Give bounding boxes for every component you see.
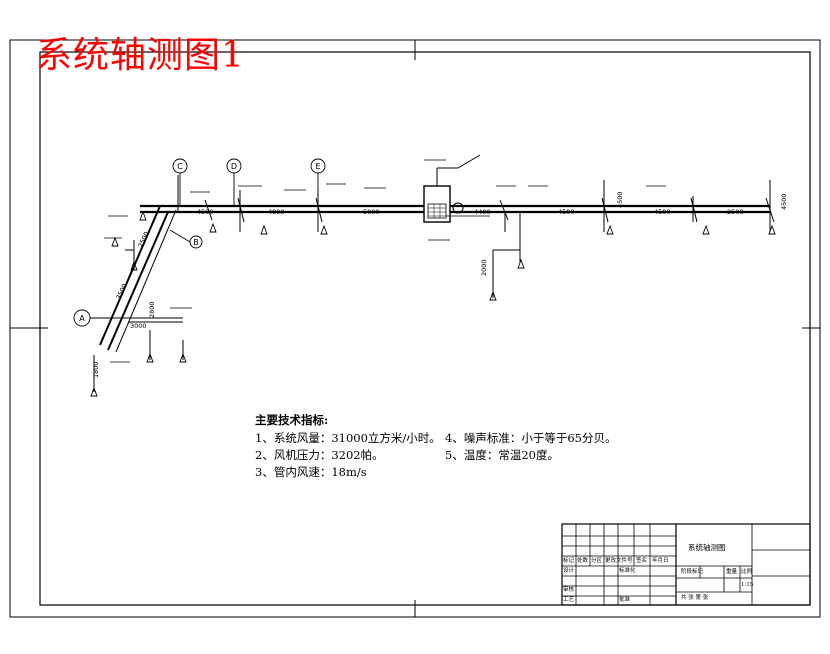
note-item-3: 3、管内风速：18m/s	[255, 465, 367, 479]
dim-4800: 4800	[268, 208, 285, 216]
axis-label-d: D	[231, 162, 237, 171]
tb-row1-changefile: 更改文件号	[605, 558, 633, 564]
note-item-1: 1、系统风量：31000立方米/小时。	[255, 431, 441, 445]
tb-drawing-name: 系统轴测图	[688, 543, 726, 552]
note-item-4: 4、噪声标准：小于等于65分贝。	[445, 431, 617, 445]
centering-marks	[10, 40, 820, 617]
dim-5000: 5000	[363, 208, 380, 216]
dim-4500a: 4500	[197, 208, 214, 216]
axis-labels: A B C D E	[79, 162, 320, 323]
tb-design: 设计	[563, 568, 575, 574]
technical-notes: 主要技术指标: 1、系统风量：31000立方米/小时。 4、噪声标准：小于等于6…	[255, 412, 616, 481]
notes-row-1: 1、系统风量：31000立方米/小时。 4、噪声标准：小于等于65分贝。	[255, 430, 616, 447]
axis-label-b: B	[193, 238, 199, 247]
tb-process: 工艺	[563, 597, 575, 603]
note-item-5: 5、温度：常温20度。	[445, 448, 559, 462]
duct-system	[93, 154, 775, 392]
notes-heading: 主要技术指标:	[255, 413, 329, 427]
title-block	[561, 523, 811, 606]
dim-2500b: 2500	[137, 230, 151, 248]
support-symbols	[90, 210, 776, 397]
tb-scale-value: 1:15	[741, 582, 754, 588]
tb-row1-zone: 分区	[591, 558, 603, 564]
dim-2800: 2800	[148, 301, 156, 318]
inner-frame	[39, 51, 811, 606]
tb-row1-sign: 签名	[636, 558, 648, 564]
tb-row1-count: 处数	[577, 558, 589, 564]
tb-sheets: 共 张 第 张	[681, 595, 709, 601]
axis-label-c: C	[177, 162, 183, 171]
dim-4500b: 4500	[558, 208, 575, 216]
dim-2500: 2500	[727, 208, 744, 216]
dim-4500v: 4500	[780, 193, 788, 210]
dimension-labels: 4500 4800 5000 4400 4500 4500 2500 4500 …	[92, 191, 788, 378]
tb-weight: 重量	[726, 569, 738, 575]
tb-stage-mark: 阶段标记	[681, 569, 704, 575]
dim-4500r: 4500	[616, 191, 624, 208]
tb-row1-date: 年月日	[652, 558, 669, 564]
notes-row-2: 2、风机压力：3202帕。 5、温度：常温20度。	[255, 447, 616, 464]
dim-1800: 1800	[92, 361, 100, 378]
drawing-title: 系统轴测图1	[36, 35, 245, 76]
dim-2000: 2000	[480, 259, 488, 276]
dim-4500c: 4500	[654, 208, 671, 216]
tb-standard: 标准化	[619, 568, 636, 574]
axis-label-e: E	[315, 162, 320, 171]
dim-3000: 3000	[130, 322, 147, 330]
tb-row1-mark: 标记	[563, 558, 575, 564]
axis-label-a: A	[79, 314, 85, 323]
axis-markers	[73, 158, 326, 327]
notes-row-3: 3、管内风速：18m/s	[255, 464, 616, 481]
dim-4400: 4400	[474, 208, 491, 216]
tb-check: 审核	[563, 587, 575, 593]
note-item-2: 2、风机压力：3202帕。	[255, 448, 384, 462]
dim-3500: 3500	[115, 282, 129, 300]
leader-lines	[104, 159, 666, 363]
tb-scale: 比例	[741, 569, 753, 575]
tb-approve: 批准	[619, 597, 631, 603]
